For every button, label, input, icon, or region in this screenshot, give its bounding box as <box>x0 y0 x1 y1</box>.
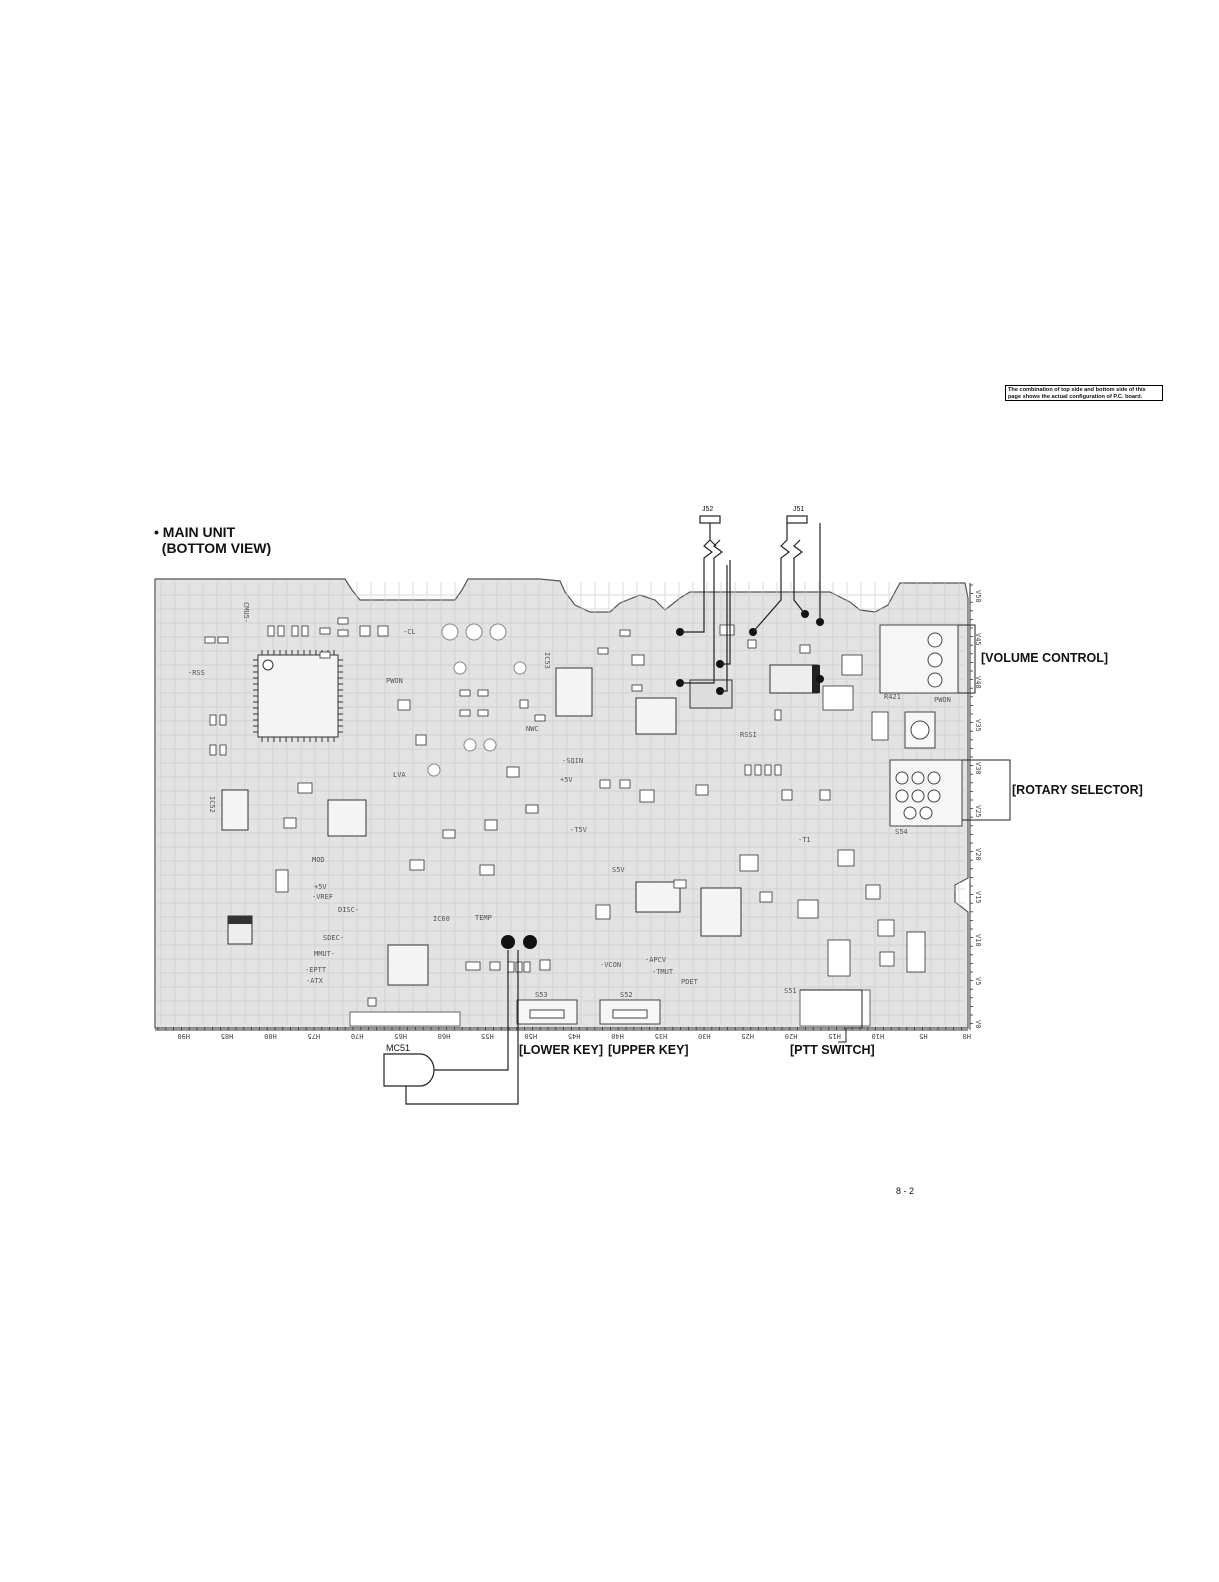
v-scale-label: V15 <box>974 891 982 904</box>
silk-lva: LVA <box>393 771 406 779</box>
h-scale-label: H45 <box>568 1032 581 1040</box>
h-scale-label: H50 <box>524 1032 537 1040</box>
connector-j51-label: J51 <box>793 506 805 513</box>
h-scale-label: H25 <box>741 1032 754 1040</box>
h-scale-label: H20 <box>785 1032 798 1040</box>
silk-apcv: -APCV <box>645 956 667 964</box>
h-scale-label: H30 <box>698 1032 711 1040</box>
title-line-1: • MAIN UNIT <box>154 524 236 540</box>
h-scale-label: H80 <box>264 1032 277 1040</box>
silk-s51: S51 <box>784 987 797 995</box>
callout-upper-key: [UPPER KEY] <box>608 1043 689 1057</box>
board-configuration-note: The combination of top side and bottom s… <box>1005 385 1163 401</box>
ic-53 <box>555 667 593 717</box>
silk-ic60: IC60 <box>433 915 450 923</box>
connector-j52-label: J52 <box>702 506 714 513</box>
silk-mod: MOD <box>312 856 325 864</box>
v-scale-label: V5 <box>974 977 982 985</box>
silk-t5v: -T5V <box>570 826 588 834</box>
silk-p5v: +5V <box>314 883 327 891</box>
silk-sdec: SDEC- <box>323 934 344 942</box>
h-scale-label: H10 <box>872 1032 885 1040</box>
silk-t1: -T1 <box>798 836 811 844</box>
ic-60 <box>387 944 429 986</box>
page-number: 8 - 2 <box>896 1186 915 1196</box>
silk-mmut: MMUT- <box>314 950 335 958</box>
ic-mid <box>635 697 677 735</box>
transistor-q <box>635 881 681 913</box>
silk-pdet: PDET <box>681 978 699 986</box>
h-scale-label: H90 <box>177 1032 190 1040</box>
callout-lower-key: [LOWER KEY] <box>519 1043 604 1057</box>
silk-temp: TEMP <box>475 914 492 922</box>
diagram-title: • MAIN UNIT (BOTTOM VIEW) <box>154 524 271 556</box>
title-line-2: (BOTTOM VIEW) <box>161 540 272 556</box>
callout-volume-control: [VOLUME CONTROL] <box>981 651 1109 665</box>
v-scale-label: V40 <box>974 676 982 689</box>
silk-tmut: -TMUT <box>652 968 674 976</box>
h-scale-label: H60 <box>438 1032 451 1040</box>
silk-ic53: IC53 <box>543 652 551 669</box>
v-scale-label: V25 <box>974 805 982 818</box>
silk-disc: DISC- <box>338 906 359 914</box>
ic-module <box>689 679 733 709</box>
v-scale-label: V50 <box>974 590 982 603</box>
silk-rss: -RSS <box>188 669 205 677</box>
silk-nwc: NWC <box>526 725 539 733</box>
silk-rssi: RSSI <box>740 731 757 739</box>
silk-r421: R421 <box>884 693 901 701</box>
silk-p5v2: +5V <box>560 776 573 784</box>
mc51-microphone <box>383 1053 435 1087</box>
silk-vref: -VREF <box>312 893 333 901</box>
h-scale-label: H5 <box>919 1032 927 1040</box>
silk-s53: S53 <box>535 991 548 999</box>
ic-qfn <box>327 799 367 837</box>
silk-s54: S54 <box>895 828 908 836</box>
silk-s5v: S5V <box>612 866 625 874</box>
silk-eptt: -EPTT <box>305 966 327 974</box>
silk-atx: -ATX <box>306 977 324 985</box>
h-scale-label: H15 <box>828 1032 841 1040</box>
silk-pwon-2: PWON <box>934 696 951 704</box>
silk-cl: -CL <box>403 628 416 636</box>
h-scale-label: H65 <box>394 1032 407 1040</box>
h-scale-label: H70 <box>351 1032 364 1040</box>
connector-mc51-label: MC51 <box>386 1043 411 1053</box>
h-scale-label: H55 <box>481 1032 494 1040</box>
v-scale-label: V30 <box>974 762 982 775</box>
silk-ic52: IC52 <box>208 796 216 813</box>
volume-control-footprint <box>879 624 959 694</box>
h-scale-label: H85 <box>221 1032 234 1040</box>
ic-power <box>769 664 819 694</box>
v-scale-label: V20 <box>974 848 982 861</box>
h-scale-label: H75 <box>308 1032 321 1040</box>
h-scale-label: H35 <box>655 1032 668 1040</box>
ic-52 <box>221 789 249 831</box>
callout-ptt-switch: [PTT SWITCH] <box>790 1043 875 1057</box>
silk-vcon: -VCON <box>600 961 621 969</box>
silk-pwon: PWON <box>386 677 403 685</box>
silk-cmu: CMU5- <box>242 602 250 623</box>
silk-sq: -SQIN <box>562 757 583 765</box>
callout-rotary-selector: [ROTARY SELECTOR] <box>1012 783 1143 797</box>
ic-cpu <box>257 654 339 738</box>
h-scale-label: H0 <box>963 1032 971 1040</box>
v-scale-label: V35 <box>974 719 982 732</box>
ic-pa <box>700 887 742 937</box>
silk-s52: S52 <box>620 991 633 999</box>
h-scale-label: H40 <box>611 1032 624 1040</box>
v-scale-label: V10 <box>974 934 982 947</box>
v-scale-label: V0 <box>974 1020 982 1028</box>
v-scale-label: V45 <box>974 633 982 646</box>
